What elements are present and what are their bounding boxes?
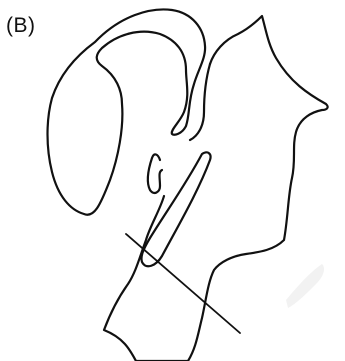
section-line	[126, 234, 240, 333]
right-structure-outline	[104, 16, 328, 361]
inner-rim-outline	[190, 64, 210, 140]
scan-artifact	[286, 264, 324, 308]
small-hook-outline	[148, 154, 162, 193]
upper-lobe-outline	[48, 9, 206, 214]
slender-rod-outline	[141, 152, 210, 266]
